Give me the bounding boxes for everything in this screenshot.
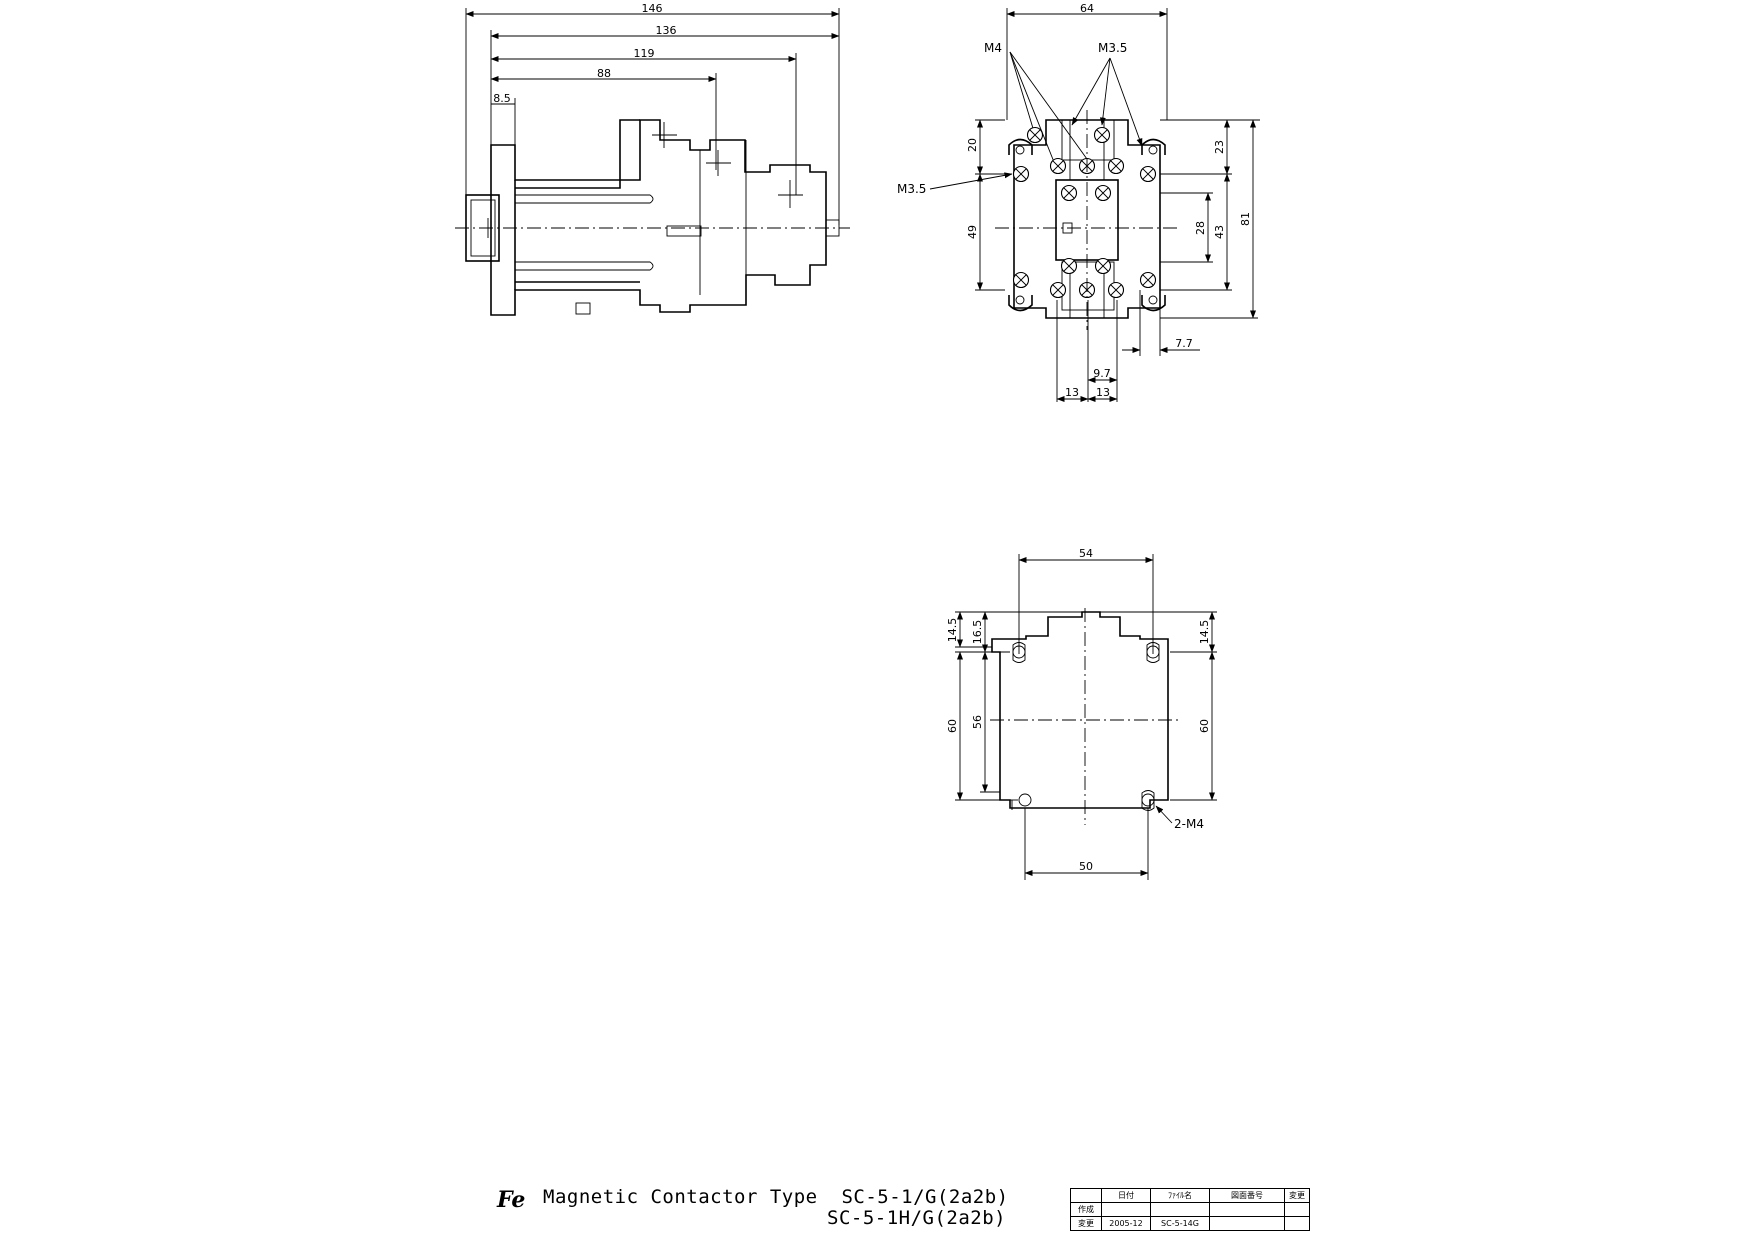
title-block: 日付 ﾌｧｲﾙ名 図面番号 変更 作成 変更 2005-12 SC-5-14G <box>1070 1188 1310 1231</box>
tb-r2-c4 <box>1284 1216 1310 1231</box>
dim-13-left: 13 <box>1065 386 1079 399</box>
dim-16-5: 16.5 <box>971 620 984 645</box>
dim-23: 23 <box>1213 140 1226 154</box>
dim-60-right: 60 <box>1198 719 1211 733</box>
side-dimensions: 146 136 119 88 8.5 <box>465 2 840 225</box>
dim-8-5: 8.5 <box>493 92 511 105</box>
title-block-row-2: 変更 2005-12 SC-5-14G <box>1070 1216 1310 1231</box>
dim-28: 28 <box>1194 221 1207 235</box>
front-screws <box>1012 126 1157 299</box>
tb-header-0 <box>1070 1188 1102 1203</box>
dim-50: 50 <box>1079 860 1093 873</box>
front-view: 64 20 49 23 43 28 81 <box>897 2 1260 402</box>
tb-header-drawing-no: 図面番号 <box>1209 1188 1285 1203</box>
tb-r1-c4 <box>1284 1202 1310 1217</box>
tb-r2-c3 <box>1209 1216 1285 1231</box>
dim-81: 81 <box>1239 212 1252 226</box>
mount-outline <box>991 611 1169 811</box>
tb-header-file: ﾌｧｲﾙ名 <box>1150 1188 1210 1203</box>
tb-r1-c3 <box>1209 1202 1285 1217</box>
side-view: 146 136 119 88 8.5 <box>455 2 850 316</box>
dim-64: 64 <box>1080 2 1094 15</box>
tb-header-date: 日付 <box>1101 1188 1151 1203</box>
dim-54: 54 <box>1079 547 1093 560</box>
front-dimensions: 64 20 49 23 43 28 81 <box>966 2 1260 402</box>
dim-60-left: 60 <box>946 719 959 733</box>
dim-7-7: 7.7 <box>1175 337 1193 350</box>
dim-14-5-left: 14.5 <box>946 618 959 643</box>
mount-dimensions: 54 14.5 16.5 60 56 60 14.5 50 <box>946 547 1217 880</box>
tb-header-change: 変更 <box>1284 1188 1310 1203</box>
dim-14-5-right: 14.5 <box>1198 620 1211 645</box>
dim-88: 88 <box>597 67 611 80</box>
dim-13-right: 13 <box>1096 386 1110 399</box>
dim-20: 20 <box>966 138 979 152</box>
tb-r2-file: SC-5-14G <box>1150 1216 1210 1231</box>
tb-r1-c2 <box>1150 1202 1210 1217</box>
mount-view: 54 14.5 16.5 60 56 60 14.5 50 <box>946 547 1217 880</box>
tb-r2-date: 2005-12 <box>1101 1216 1151 1231</box>
label-m3-5-top: M3.5 <box>1098 41 1127 55</box>
dim-43: 43 <box>1213 225 1226 239</box>
tb-r1-c1 <box>1101 1202 1151 1217</box>
tb-r1-c0: 作成 <box>1070 1202 1102 1217</box>
front-body-outline <box>1008 119 1166 319</box>
label-m4: M4 <box>984 41 1002 55</box>
dim-56: 56 <box>971 715 984 729</box>
dim-9-7: 9.7 <box>1093 367 1111 380</box>
label-m3-5-left: M3.5 <box>897 182 926 196</box>
fuji-logo: Fe <box>497 1187 526 1213</box>
title-line-2: SC-5-1H/G(2a2b) <box>827 1207 1007 1229</box>
tb-r2-c0: 変更 <box>1070 1216 1102 1231</box>
title-block-row-1: 作成 <box>1070 1202 1310 1217</box>
front-leaders: M4 M3.5 M3.5 <box>897 41 1143 196</box>
dim-146: 146 <box>642 2 663 15</box>
dim-49: 49 <box>966 225 979 239</box>
title-block-header-row: 日付 ﾌｧｲﾙ名 図面番号 変更 <box>1070 1188 1310 1203</box>
dim-119: 119 <box>634 47 655 60</box>
title-line-1: Magnetic Contactor Type SC-5-1/G(2a2b) <box>543 1186 1009 1208</box>
dim-136: 136 <box>656 24 677 37</box>
side-body-outline <box>465 119 840 316</box>
label-2-m4: 2-M4 <box>1174 817 1204 831</box>
